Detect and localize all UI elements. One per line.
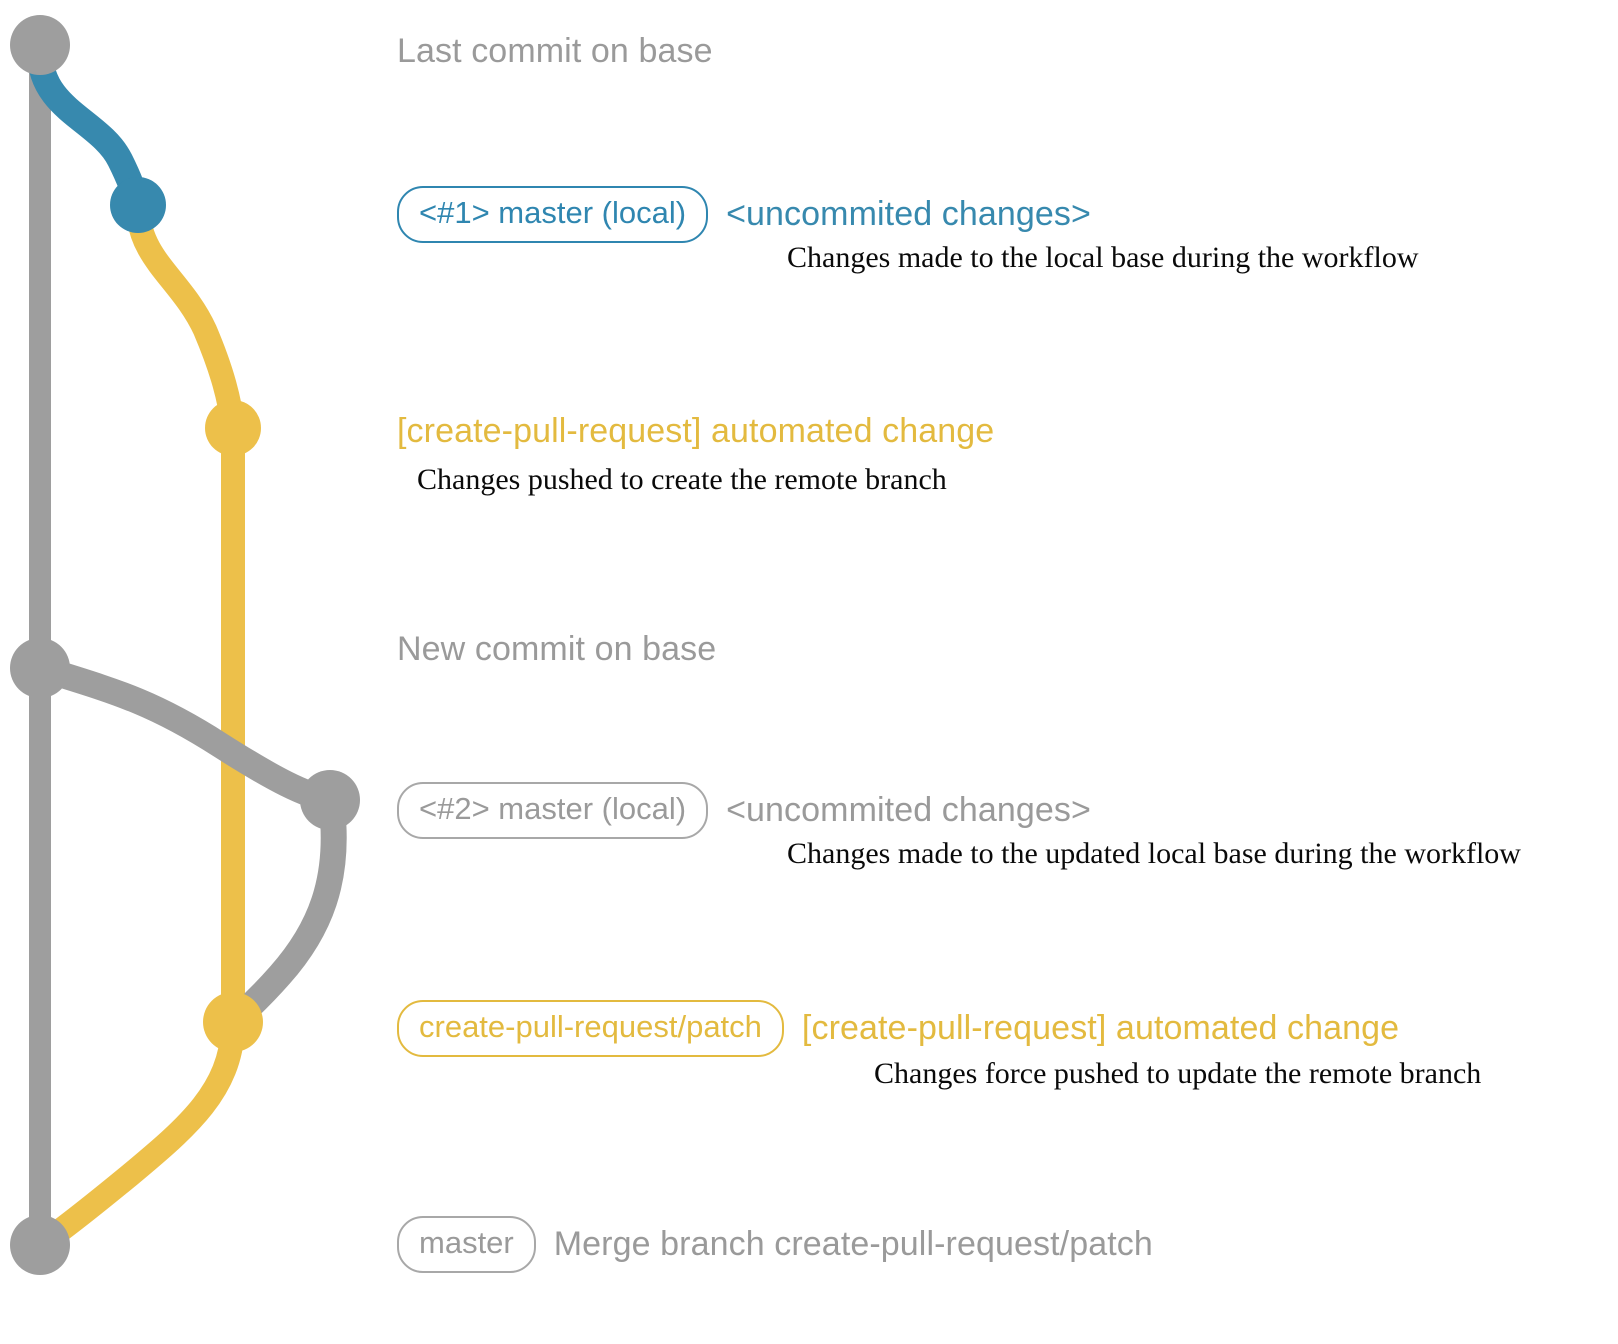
branch-tag-master-local-2[interactable]: <#2> master (local)	[397, 782, 709, 839]
headline-uncommited-changes-2: <uncommited changes>	[726, 790, 1091, 829]
branch-tag-master[interactable]: master	[397, 1216, 536, 1273]
entry-patch-1: [create-pull-request] automated change	[397, 412, 994, 451]
entry-last-commit-on-base: Last commit on base	[397, 32, 713, 71]
node-patch-2	[203, 992, 263, 1052]
headline-new-commit-on-base: New commit on base	[397, 630, 717, 668]
edge-local2-to-patch2	[220, 795, 347, 1035]
branch-tag-master-local-1[interactable]: <#1> master (local)	[397, 186, 709, 243]
headline-merge-branch: Merge branch create-pull-request/patch	[553, 1224, 1153, 1263]
headline-last-commit-on-base: Last commit on base	[397, 32, 713, 70]
description-patch-1: Changes pushed to create the remote bran…	[417, 463, 947, 496]
headline-uncommited-changes-1: <uncommited changes>	[726, 194, 1091, 233]
node-local-2	[300, 770, 360, 830]
commit-graph-svg	[10, 15, 360, 1275]
entry-new-commit-on-base: New commit on base	[397, 630, 716, 669]
description-local-2: Changes made to the updated local base d…	[787, 837, 1521, 870]
description-patch-2: Changes force pushed to update the remot…	[874, 1057, 1482, 1090]
node-patch-1	[205, 400, 261, 456]
entry-patch-2: create-pull-request/patch [create-pull-r…	[397, 1000, 1399, 1057]
node-local-1	[110, 177, 166, 233]
edge-patch2-to-merge	[28, 1016, 245, 1257]
node-base-new	[10, 638, 70, 698]
node-base-last	[10, 15, 70, 75]
entry-local-2: <#2> master (local) <uncommited changes>	[397, 782, 1091, 839]
edge-basenew-to-local2	[27, 655, 343, 813]
entry-local-1: <#1> master (local) <uncommited changes>	[397, 186, 1091, 243]
edge-local1-to-patch1	[126, 198, 245, 440]
node-base-merge	[10, 1215, 70, 1275]
description-local-1: Changes made to the local base during th…	[787, 241, 1419, 274]
branch-tag-create-pull-request-patch[interactable]: create-pull-request/patch	[397, 1000, 784, 1057]
headline-automated-change-1: [create-pull-request] automated change	[397, 412, 995, 450]
headline-automated-change-2: [create-pull-request] automated change	[801, 1008, 1400, 1047]
entry-merge: master Merge branch create-pull-request/…	[397, 1216, 1153, 1273]
